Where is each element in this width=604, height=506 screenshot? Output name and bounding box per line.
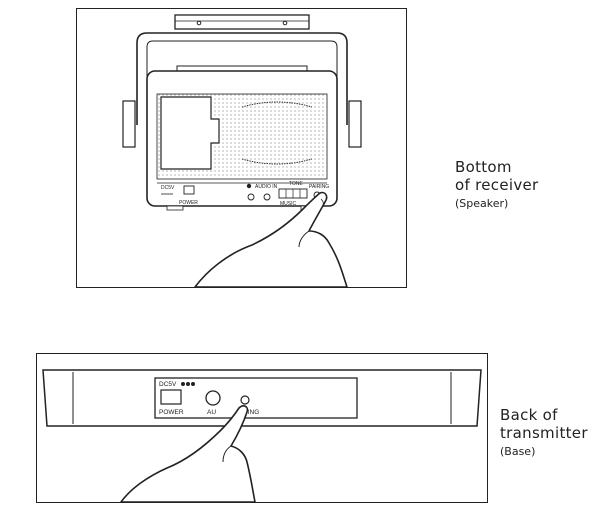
receiver-hand xyxy=(194,191,348,287)
transmitter-caption-line2: transmitter xyxy=(500,424,588,443)
transmitter-caption-sub: (Base) xyxy=(500,444,536,458)
transmitter-drawing: DC5V POWER AU RING xyxy=(42,369,482,502)
rx-audio-in-label: AUDIO IN xyxy=(255,184,278,190)
receiver-caption-sub: (Speaker) xyxy=(455,196,509,210)
rx-pairing-label: PAIRING xyxy=(309,184,329,190)
battery-cover xyxy=(160,96,220,170)
transmitter-caption-line1: Back of xyxy=(500,406,558,424)
rx-music-label: MUSIC xyxy=(280,201,297,207)
tx-pairing-button xyxy=(240,395,250,405)
tx-audio-label: AU xyxy=(207,409,216,416)
left-knob xyxy=(122,100,136,148)
handle-grip xyxy=(174,14,310,30)
tx-power-label: POWER xyxy=(159,409,184,416)
receiver-caption: Bottom of receiver (Speaker) xyxy=(455,158,539,210)
transmitter-caption: Back of transmitter (Base) xyxy=(500,406,588,458)
tx-audio-jack xyxy=(205,390,221,406)
receiver-handle xyxy=(136,32,348,125)
receiver-caption-line2: of receiver xyxy=(455,176,539,195)
tx-pairing-label: RING xyxy=(243,409,259,416)
rx-dc-port xyxy=(183,185,195,195)
rx-audio-jack xyxy=(247,193,255,201)
tx-power-switch xyxy=(160,389,182,405)
rx-dc-label: DC5V xyxy=(161,185,175,191)
rx-power-label: POWER xyxy=(179,200,198,206)
transmitter-figure: DC5V POWER AU RING xyxy=(36,353,488,503)
headphone-icon xyxy=(246,183,252,189)
receiver-caption-line1: Bottom xyxy=(455,158,512,176)
tx-dc-label: DC5V xyxy=(159,381,177,388)
receiver-drawing: DC5V POWER AUDIO IN TONE MUSIC PAIRING xyxy=(122,14,362,287)
rx-tone-label: TONE xyxy=(289,181,303,187)
right-knob xyxy=(348,100,362,148)
transmitter-hand xyxy=(120,405,256,502)
receiver-figure: DC5V POWER AUDIO IN TONE MUSIC PAIRING xyxy=(76,8,407,288)
